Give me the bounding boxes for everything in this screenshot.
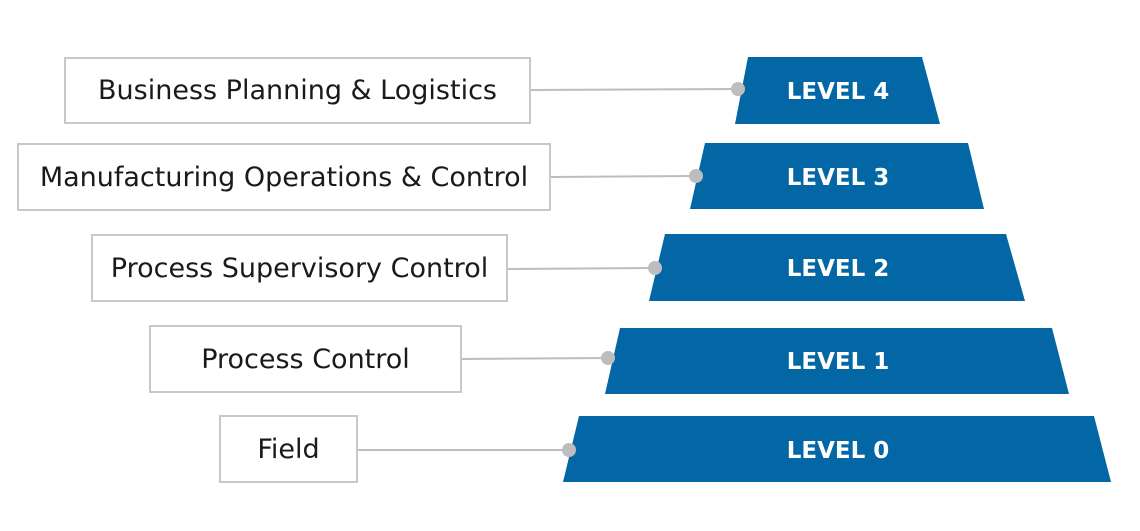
level-4-tier: LEVEL 4 <box>530 57 940 124</box>
level-0-tier: LEVEL 0 <box>358 416 1111 482</box>
level-2-connector <box>507 267 656 270</box>
level-3-description: Manufacturing Operations & Control <box>39 161 529 193</box>
level-0-label: LEVEL 0 <box>787 438 890 464</box>
level-0-connector-dot <box>562 443 576 457</box>
level-0-trapezoid <box>563 416 1111 482</box>
level-1-connector-dot <box>601 351 615 365</box>
level-3-trapezoid <box>690 143 984 209</box>
level-1-description: Process Control <box>201 343 410 375</box>
level-4-description: Business Planning & Logistics <box>98 75 497 106</box>
level-2-trapezoid <box>649 234 1025 301</box>
level-2-label: LEVEL 2 <box>787 256 890 282</box>
level-2-description-box: Process Supervisory Control <box>91 234 508 302</box>
level-1-description-box: Process Control <box>149 325 462 393</box>
level-3-tier: LEVEL 3 <box>550 143 984 209</box>
level-4-description-box: Business Planning & Logistics <box>64 57 531 124</box>
level-4-trapezoid <box>735 57 940 124</box>
level-3-connector <box>550 175 697 178</box>
level-0-description: Field <box>257 433 320 465</box>
level-1-label: LEVEL 1 <box>787 349 890 375</box>
level-3-description-box: Manufacturing Operations & Control <box>17 143 551 211</box>
level-1-connector <box>461 357 609 360</box>
level-2-connector-dot <box>648 261 662 275</box>
level-0-description-box: Field <box>219 415 358 483</box>
level-1-trapezoid <box>605 328 1069 394</box>
level-1-tier: LEVEL 1 <box>461 328 1069 394</box>
level-2-tier: LEVEL 2 <box>507 234 1025 301</box>
level-2-description: Process Supervisory Control <box>110 252 489 284</box>
level-3-connector-dot <box>689 169 703 183</box>
level-4-label: LEVEL 4 <box>787 79 890 105</box>
level-4-connector-dot <box>731 82 745 96</box>
level-3-label: LEVEL 3 <box>787 165 890 191</box>
level-4-connector <box>530 88 739 91</box>
